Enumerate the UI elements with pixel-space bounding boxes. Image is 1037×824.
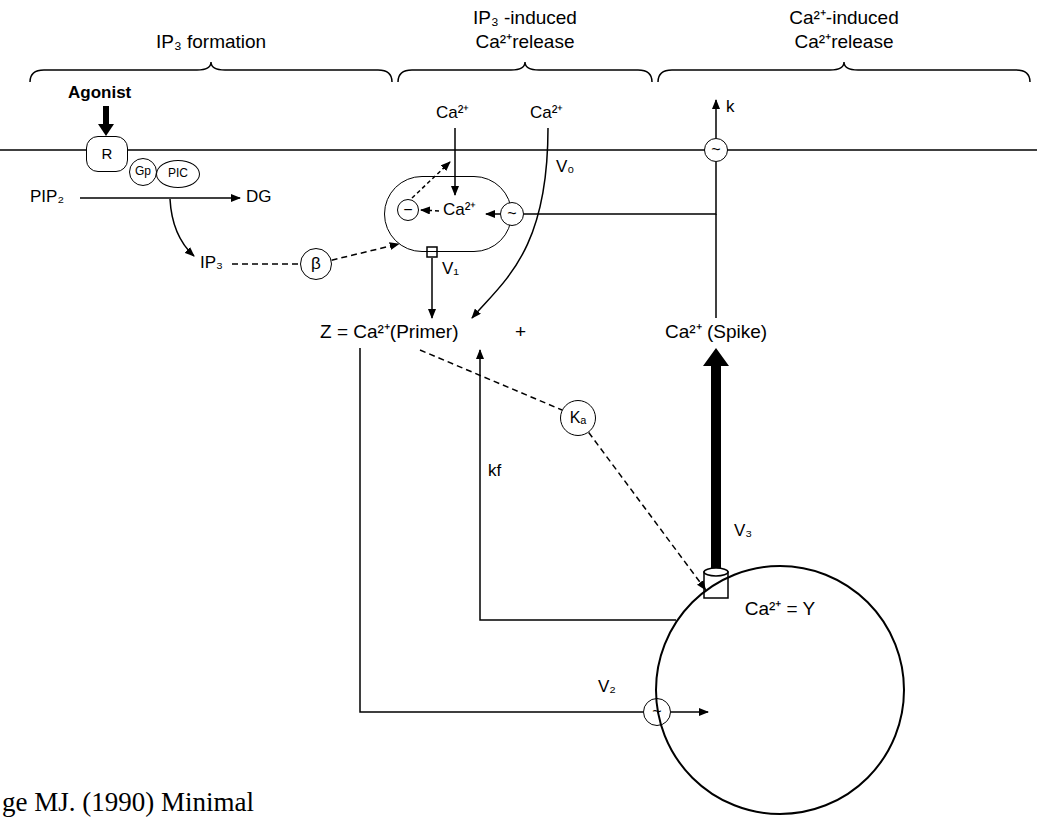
drawing-group: [0, 62, 1037, 712]
pump-symbol: ~: [500, 202, 524, 226]
section-bracket: [658, 62, 1030, 82]
inhibition-circle: −: [397, 199, 419, 221]
ion-label: Ca²⁺: [530, 102, 563, 123]
section-heading: IP₃ formation: [156, 30, 266, 54]
g-protein-circle: Gp: [129, 158, 157, 186]
operator-label: +: [515, 320, 526, 344]
receptor-shape: R: [86, 136, 128, 172]
plc-ellipse: PIC: [156, 160, 200, 188]
inhibition-arrow: [412, 162, 450, 198]
rate-label: V₃: [734, 520, 752, 541]
node-text: ~: [652, 703, 661, 721]
reaction-arrow: [80, 197, 240, 199]
leak-arrow: [480, 350, 676, 620]
calcium-store: Ca²⁺ −: [384, 176, 512, 252]
rate-label: V₂: [598, 676, 616, 697]
uptake-arrow: [671, 711, 708, 713]
node-text: Ca²⁺: [443, 201, 476, 220]
rate-label: V₀: [556, 156, 574, 177]
section-bracket: [30, 62, 392, 82]
uptake-wire: [360, 348, 643, 712]
channel-symbol: [704, 568, 728, 576]
calcium-pool-circle: Ca²⁺ = Y: [655, 565, 905, 815]
release-arrow: [431, 258, 433, 318]
pump-symbol: ~: [643, 698, 671, 726]
rate-label: k: [726, 96, 735, 117]
dashed-link: [420, 350, 562, 410]
stimulus-label: Agonist: [68, 82, 131, 103]
section-heading: Ca²⁺-induced Ca²⁺release: [769, 6, 919, 54]
dashed-connector: [589, 433, 706, 590]
release-thick-arrow: [703, 348, 729, 568]
plasma-membrane: [0, 149, 1037, 151]
node-text: Ca²⁺ = Y: [745, 599, 816, 620]
pool-label: Z = Ca²⁺(Primer): [320, 320, 458, 344]
ion-label: Ca²⁺: [436, 102, 469, 123]
node-text: ~: [711, 141, 720, 159]
section-bracket: [398, 62, 652, 82]
node-text: Gp: [135, 165, 151, 178]
dashed-connector: [332, 244, 399, 260]
node-text: Kₐ: [570, 409, 587, 427]
node-text: ~: [507, 205, 516, 223]
rate-label: kf: [488, 460, 501, 481]
connector-line: [524, 162, 716, 214]
ka-circle: Kₐ: [560, 400, 596, 436]
agonist-arrow-head: [98, 124, 114, 136]
agonist-arrow: [103, 106, 109, 126]
pump-symbol: ~: [704, 138, 728, 162]
node-text: R: [102, 146, 113, 163]
efflux-arrow: [715, 100, 717, 138]
reaction-arrow: [170, 199, 194, 256]
molecule-label: DG: [246, 186, 272, 207]
pool-label: Ca²⁺ (Spike): [665, 320, 767, 344]
citation-text: ge MJ. (1990) Minimal: [2, 786, 254, 820]
channel-symbol: [427, 247, 437, 257]
beta-circle: β: [300, 248, 332, 280]
feedback-arrow: [421, 210, 439, 211]
molecule-label: IP₃: [200, 252, 223, 273]
section-heading: IP₃ -induced Ca²⁺release: [450, 6, 600, 54]
node-text: PIC: [168, 167, 188, 180]
dashed-link: [232, 263, 298, 265]
pump-arrow: [486, 213, 500, 215]
rate-label: V₁: [442, 258, 459, 279]
node-text: −: [403, 201, 412, 219]
influx-arrow: [472, 128, 548, 318]
influx-arrow: [454, 128, 456, 195]
spike-wire: [715, 214, 717, 318]
node-text: β: [311, 255, 321, 274]
molecule-label: PIP₂: [30, 186, 64, 207]
